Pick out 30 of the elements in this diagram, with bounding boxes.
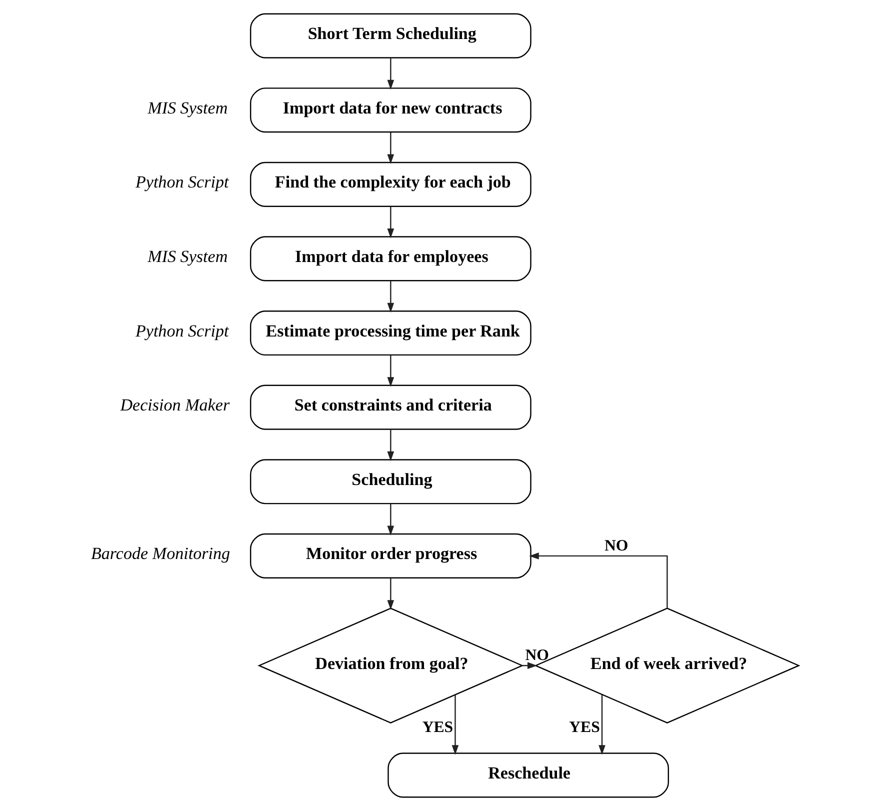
node-box: Import data for new contracts	[250, 87, 532, 132]
arrow	[387, 132, 394, 164]
node-box: Monitor order progress	[250, 532, 532, 578]
node-box: Estimate processing time per Rank	[250, 310, 532, 356]
node-label: MIS System	[148, 98, 228, 117]
arrow	[387, 503, 394, 535]
node-label: Barcode Monitoring	[91, 544, 230, 563]
arrow	[387, 429, 394, 461]
node-box: Set constraints and criteria	[250, 384, 532, 430]
node-label: MIS System	[148, 246, 228, 266]
node-box: Short Term Scheduling	[250, 12, 532, 58]
edge-label: NO	[604, 536, 628, 554]
edge-label: NO	[525, 646, 550, 664]
arrow	[387, 58, 394, 90]
node-label: Python Script	[135, 172, 229, 192]
node-diamond: Deviation from goal?	[258, 607, 524, 723]
arrow	[387, 280, 394, 312]
node-label: Python Script	[135, 320, 229, 340]
node-box: Reschedule	[388, 752, 669, 798]
arrow	[387, 578, 394, 610]
arrow	[598, 694, 606, 754]
arrow	[387, 206, 394, 238]
node-label: Decision Maker	[120, 395, 230, 414]
arrow	[452, 694, 459, 754]
arrow	[529, 552, 668, 608]
node-box: Scheduling	[250, 458, 532, 504]
arrow	[387, 354, 394, 386]
edge-label: YES	[569, 718, 600, 736]
node-box: Find the complexity for each job	[250, 161, 532, 206]
node-box: Import data for employees	[250, 236, 532, 281]
